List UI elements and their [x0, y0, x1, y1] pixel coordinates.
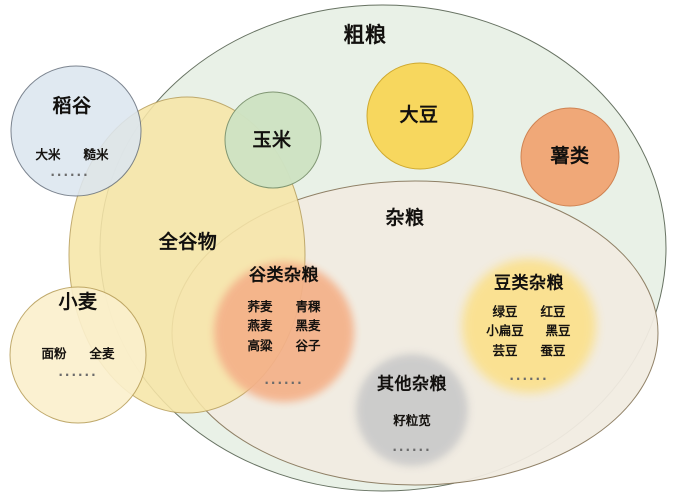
item-douleizaliang-5: 蚕豆 [540, 342, 566, 358]
ellipsis-xiaomai: ······ [58, 368, 98, 382]
set-label-yumi: 玉米 [252, 129, 292, 152]
ellipsis-douleizaliang: ······ [509, 372, 549, 386]
ellipsis-daogu: ······ [50, 168, 90, 182]
item-guleizaliang-4: 高粱 [247, 337, 273, 353]
item-daogu-0: 大米 [35, 147, 61, 162]
ellipsis-qitazaliang: ······ [392, 443, 432, 457]
set-shape-daogu[interactable] [10, 65, 142, 197]
item-douleizaliang-0: 绿豆 [492, 304, 518, 319]
ellipsis-guleizaliang: ······ [264, 376, 304, 390]
item-douleizaliang-3: 黑豆 [545, 323, 571, 339]
set-label-shulei: 薯类 [550, 145, 590, 168]
item-guleizaliang-3: 黑麦 [295, 318, 321, 334]
set-label-xiaomai: 小麦 [58, 291, 98, 314]
set-label-zaliang: 杂粮 [385, 207, 425, 230]
item-xiaomai-1: 全麦 [89, 346, 115, 361]
item-douleizaliang-2: 小扁豆 [486, 323, 524, 339]
item-daogu-1: 糙米 [83, 147, 109, 162]
set-label-quanguwu: 全谷物 [158, 231, 218, 254]
item-xiaomai-0: 面粉 [41, 346, 67, 361]
item-guleizaliang-2: 燕麦 [247, 318, 273, 334]
set-shape-douleizaliang[interactable] [462, 259, 596, 393]
item-guleizaliang-1: 青稞 [295, 299, 321, 314]
set-shape-guleizaliang[interactable] [214, 262, 354, 402]
set-label-daogu: 稻谷 [52, 95, 92, 118]
set-label-douleizaliang: 豆类杂粮 [494, 273, 564, 294]
set-shape-xiaomai[interactable] [9, 286, 147, 424]
set-shape-yumi[interactable] [224, 91, 322, 189]
set-shape-dadou[interactable] [366, 62, 474, 170]
set-label-qitazaliang: 其他杂粮 [377, 374, 447, 395]
item-list-guleizaliang: 荞麦 青稞 燕麦 黑麦 高粱 谷子 [243, 297, 325, 355]
item-guleizaliang-0: 荞麦 [247, 299, 273, 314]
item-list-xiaomai: 面粉 全麦 [37, 344, 119, 363]
set-label-dadou: 大豆 [399, 104, 439, 127]
item-qitazaliang-0: 籽粒苋 [393, 413, 431, 428]
item-douleizaliang-1: 红豆 [540, 304, 566, 319]
item-list-qitazaliang: 籽粒苋 [393, 411, 431, 430]
item-guleizaliang-5: 谷子 [295, 337, 321, 353]
item-douleizaliang-4: 芸豆 [492, 342, 518, 358]
item-list-douleizaliang: 绿豆 红豆 小扁豆 黑豆 芸豆 蚕豆 [483, 302, 575, 360]
set-shape-qitazaliang[interactable] [356, 354, 468, 466]
item-list-daogu: 大米 糙米 [31, 145, 113, 164]
set-label-culiang: 粗粮 [343, 22, 387, 47]
set-shape-shulei[interactable] [520, 107, 620, 207]
set-label-guleizaliang: 谷类杂粮 [249, 265, 319, 286]
